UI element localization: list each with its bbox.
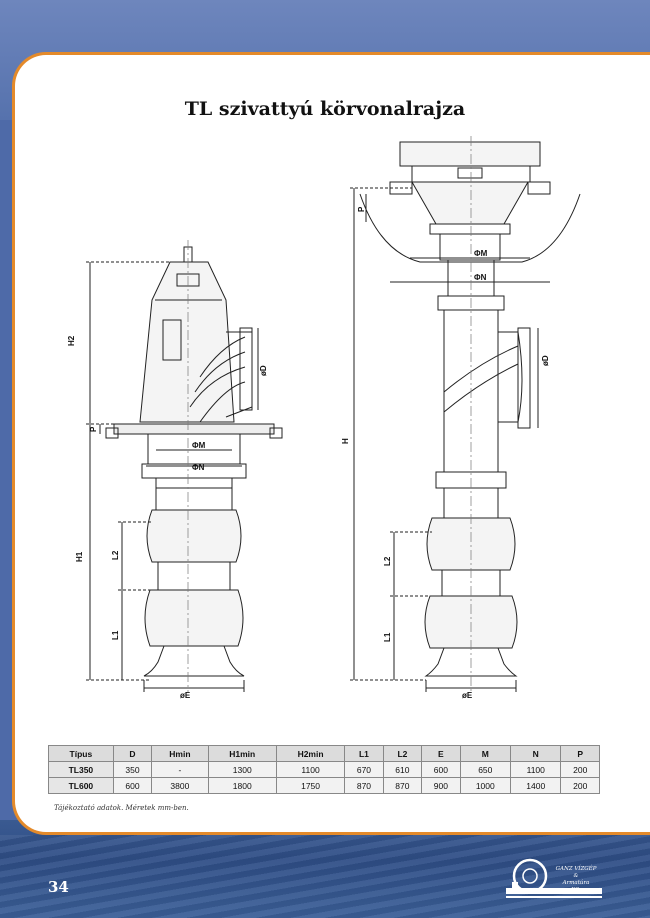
logo-line-2: & bbox=[573, 873, 579, 879]
col-header: Hmin bbox=[151, 745, 209, 762]
label-e-left: øE bbox=[180, 691, 191, 700]
table-cell: 650 bbox=[459, 761, 512, 778]
table-cell: 1800 bbox=[207, 777, 277, 794]
logo-text: GANZ VÍZGÉP & Armatúra Kft. bbox=[548, 866, 604, 894]
table-cell: 1100 bbox=[275, 761, 346, 778]
label-p-right: P bbox=[357, 206, 366, 212]
water-texture bbox=[0, 835, 650, 918]
table-cell: 1000 bbox=[459, 777, 512, 794]
table-cell: - bbox=[151, 761, 209, 778]
table-cell: 900 bbox=[421, 777, 461, 794]
label-d-left: øD bbox=[259, 365, 268, 376]
col-header: P bbox=[560, 745, 600, 762]
table-cell: 600 bbox=[421, 761, 461, 778]
bottom-band bbox=[0, 820, 650, 918]
logo-line-4: Kft. bbox=[570, 887, 582, 893]
label-h1-left: H1 bbox=[75, 551, 84, 562]
table-row: TL350 350 - 1300 1100 670 610 600 650 11… bbox=[48, 761, 600, 778]
col-header: H1min bbox=[207, 745, 277, 762]
table-note: Tájékoztató adatok. Méretek mm-ben. bbox=[54, 804, 189, 812]
table-cell: 870 bbox=[344, 777, 384, 794]
page-number: 34 bbox=[48, 878, 69, 896]
col-header: D bbox=[112, 745, 153, 762]
table-cell: 1300 bbox=[207, 761, 277, 778]
table-cell: 870 bbox=[382, 777, 423, 794]
table-cell: 200 bbox=[560, 777, 600, 794]
table-cell: 1100 bbox=[510, 761, 562, 778]
label-e-right: øE bbox=[462, 691, 473, 700]
logo-line-1: GANZ VÍZGÉP bbox=[555, 866, 597, 872]
table-header-row: Típus D Hmin H1min H2min L1 L2 E M N P bbox=[48, 745, 600, 762]
table-cell: 600 bbox=[112, 777, 153, 794]
table-cell: 3800 bbox=[151, 777, 209, 794]
label-l2-left: L2 bbox=[111, 550, 120, 560]
col-header: L1 bbox=[344, 745, 384, 762]
col-header: L2 bbox=[382, 745, 423, 762]
col-header: H2min bbox=[275, 745, 346, 762]
label-m-left: ΦM bbox=[192, 441, 206, 450]
table-cell: TL350 bbox=[48, 761, 114, 778]
label-n-right: ΦN bbox=[474, 273, 487, 282]
label-m-right: ΦM bbox=[474, 249, 488, 258]
table-cell: 350 bbox=[112, 761, 153, 778]
pump-outline-drawing: H2 P ΦM ΦN øD H1 L2 L1 øE P ΦM ΦN øD H L… bbox=[67, 136, 581, 700]
table-cell: 200 bbox=[560, 761, 600, 778]
col-header: E bbox=[421, 745, 461, 762]
table-cell: 1400 bbox=[510, 777, 562, 794]
page-title: TL szivattyú körvonalrajza bbox=[184, 98, 466, 120]
logo-line-3: Armatúra bbox=[562, 880, 590, 886]
right-pump bbox=[350, 136, 581, 692]
label-h-right: H bbox=[341, 438, 350, 444]
table-cell: 610 bbox=[382, 761, 423, 778]
table-cell: TL600 bbox=[48, 777, 114, 794]
label-n-left: ΦN bbox=[192, 463, 205, 472]
table-row: TL600 600 3800 1800 1750 870 870 900 100… bbox=[48, 777, 600, 794]
col-header: Típus bbox=[48, 745, 114, 762]
label-l2-right: L2 bbox=[383, 556, 392, 566]
company-logo bbox=[506, 858, 602, 898]
label-l1-right: L1 bbox=[383, 632, 392, 642]
left-pump bbox=[86, 240, 283, 692]
table-cell: 670 bbox=[344, 761, 384, 778]
col-header: M bbox=[459, 745, 512, 762]
dimension-table: Típus D Hmin H1min H2min L1 L2 E M N P T… bbox=[48, 745, 600, 794]
col-header: N bbox=[510, 745, 562, 762]
label-p-left: P bbox=[89, 426, 98, 432]
label-l1-left: L1 bbox=[111, 630, 120, 640]
label-d-right: øD bbox=[541, 355, 550, 366]
table-cell: 1750 bbox=[275, 777, 346, 794]
label-h2-left: H2 bbox=[67, 335, 76, 346]
